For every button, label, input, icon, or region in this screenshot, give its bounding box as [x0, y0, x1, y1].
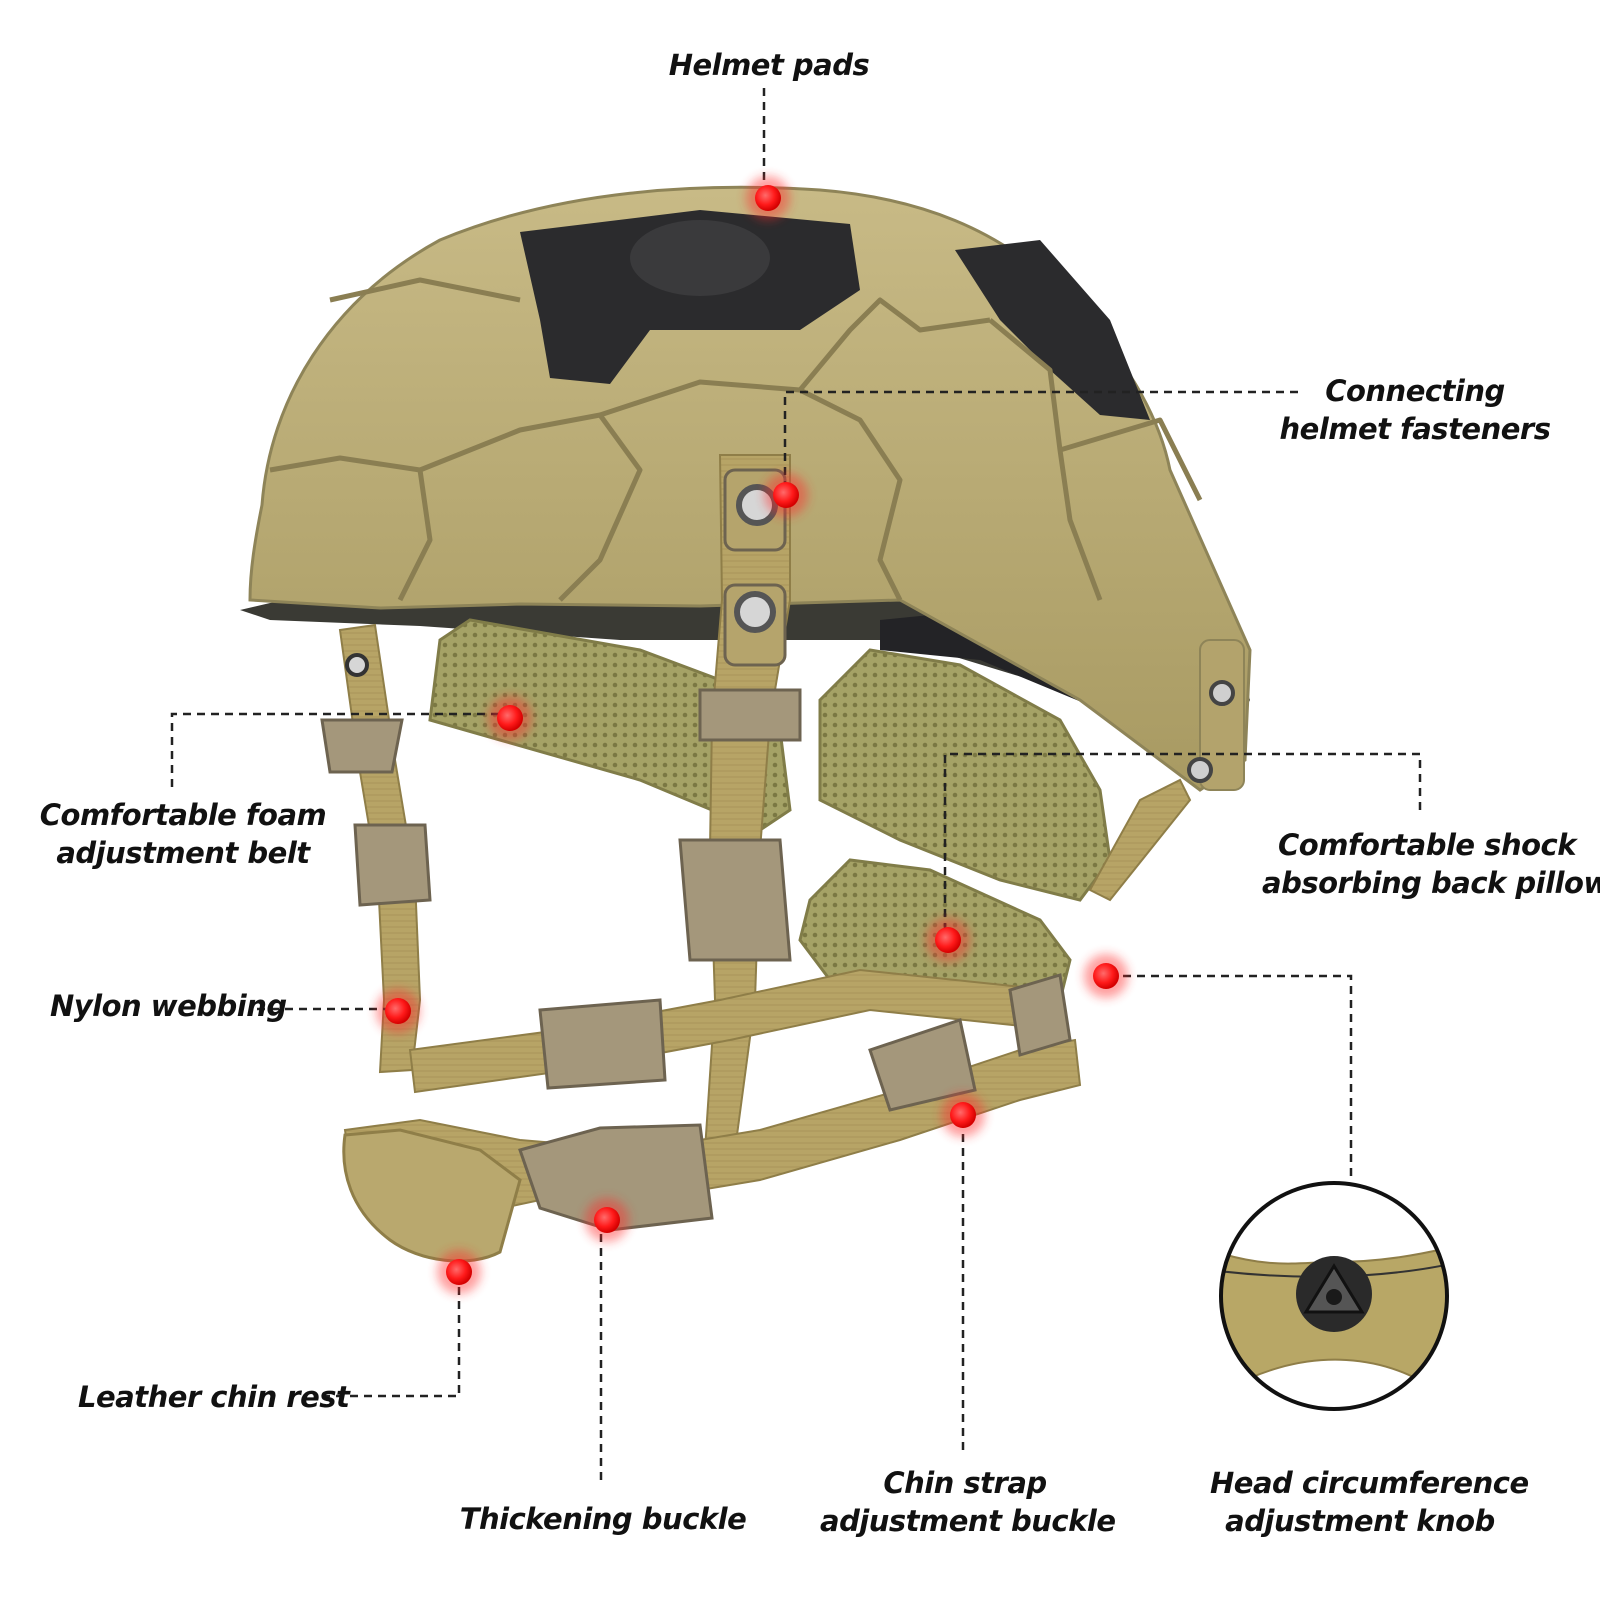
red-dot-icon — [926, 918, 970, 962]
label-line: adjustment buckle — [820, 1504, 1116, 1538]
label-head-knob: Head circumference adjustment knob — [1210, 1464, 1529, 1540]
front-foam-belt — [428, 618, 792, 832]
label-line: absorbing back pillow — [1262, 866, 1600, 900]
label-line: helmet fasteners — [1279, 412, 1551, 446]
markers — [376, 176, 1128, 1294]
buckles-group — [320, 468, 1072, 1232]
thickening-buckle-shape — [518, 1123, 714, 1232]
red-dot-icon — [376, 989, 420, 1033]
red-dot-icon — [1084, 954, 1128, 998]
leader-back-pillow — [943, 752, 1422, 932]
label-line: Thickening buckle — [459, 1502, 747, 1536]
label-thickening-buckle: Thickening buckle — [458, 1500, 748, 1538]
label-line: Nylon webbing — [50, 989, 287, 1023]
label-line: Comfortable shock — [1278, 828, 1576, 862]
leather-chin-rest — [342, 1128, 522, 1263]
label-nylon-webbing: Nylon webbing — [50, 987, 287, 1025]
leader-chin-rest — [322, 1272, 461, 1398]
red-dot-icon — [764, 473, 808, 517]
red-dot-icon — [746, 176, 790, 220]
label-leather-chin-rest: Leather chin rest — [78, 1378, 350, 1416]
label-line: adjustment knob — [1225, 1504, 1495, 1538]
red-dot-icon — [585, 1198, 629, 1242]
label-foam-belt: Comfortable foam adjustment belt — [28, 796, 338, 872]
label-connecting-fasteners: Connecting helmet fasteners — [1270, 372, 1560, 448]
label-line: Helmet pads — [668, 48, 870, 82]
red-dot-icon — [437, 1250, 481, 1294]
label-chin-strap-buckle: Chin strap adjustment buckle — [820, 1464, 1116, 1540]
red-dot-icon — [941, 1093, 985, 1137]
label-helmet-pads: Helmet pads — [664, 46, 874, 84]
helmet-dark-patch — [520, 210, 860, 384]
back-strap — [1088, 778, 1192, 902]
adjustment-knob-inset — [1219, 1181, 1449, 1411]
label-line: Leather chin rest — [78, 1380, 350, 1414]
helmet-dark-patch-right — [955, 240, 1150, 420]
leader-foam-belt — [170, 712, 500, 787]
leader-lines — [170, 88, 1422, 1480]
label-back-pillow: Comfortable shock absorbing back pillow — [1262, 826, 1600, 902]
leader-head-knob — [1110, 974, 1353, 1176]
label-line: Connecting — [1325, 374, 1505, 408]
label-line: adjustment belt — [56, 836, 310, 870]
leader-connecting-fasteners — [783, 390, 1298, 490]
red-dot-icon — [488, 696, 532, 740]
label-line: Comfortable foam — [39, 798, 327, 832]
label-line: Head circumference — [1210, 1466, 1529, 1500]
label-line: Chin strap — [883, 1466, 1047, 1500]
